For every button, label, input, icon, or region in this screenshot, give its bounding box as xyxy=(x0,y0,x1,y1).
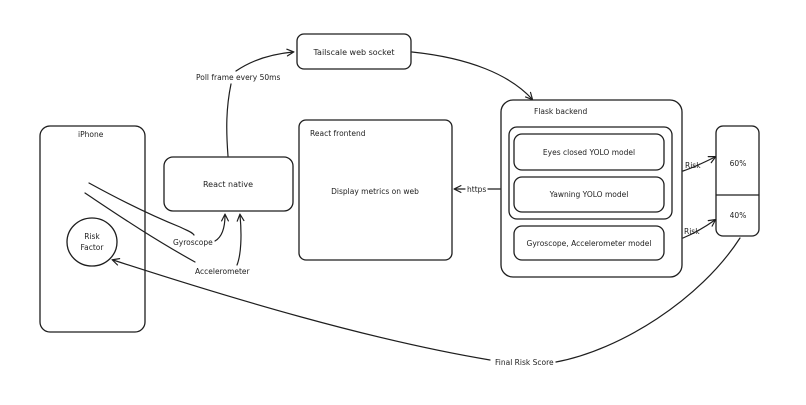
yawning-model-box xyxy=(513,176,665,213)
gyro-model-box xyxy=(513,225,665,261)
react-frontend-node: React frontend Display metrics on web xyxy=(298,119,453,261)
score-60-label: 60% xyxy=(730,159,747,168)
gyroscope-label: Gyroscope xyxy=(173,238,213,247)
react-native-label: React native xyxy=(203,180,253,189)
risk-bottom-arrow xyxy=(682,220,715,239)
eyes-model-label: Eyes closed YOLO model xyxy=(543,148,635,157)
yawning-model-label: Yawning YOLO model xyxy=(549,190,629,199)
tailscale-node: Tailscale web socket xyxy=(296,33,412,70)
eyes-model-box xyxy=(513,133,665,171)
gyroscope-arrow xyxy=(214,215,225,242)
risk-factor-label-2: Factor xyxy=(81,243,105,252)
poll-line-lower xyxy=(226,83,232,157)
flask-backend-label: Flask backend xyxy=(534,107,588,116)
accelerometer-arrow xyxy=(236,215,241,266)
final-score-line-right xyxy=(555,237,741,363)
risk-factor-label-1: Risk xyxy=(84,232,100,241)
https-label: https xyxy=(467,185,486,194)
risk-bottom-label: Risk xyxy=(684,227,700,236)
tailscale-label: Tailscale web socket xyxy=(312,48,394,57)
gyro-model-label: Gyroscope, Accelerometer model xyxy=(527,239,652,248)
iphone-label: iPhone xyxy=(78,130,104,139)
risk-top-arrow xyxy=(682,157,715,172)
score-40-label: 40% xyxy=(730,211,747,220)
accelerometer-label: Accelerometer xyxy=(195,267,251,276)
risk-top-label: Risk xyxy=(685,161,701,170)
score-node: 60% 40% xyxy=(715,125,760,237)
final-score-label: Final Risk Score xyxy=(495,358,554,367)
react-native-node: React native xyxy=(163,156,294,212)
risk-factor-node: Risk Factor xyxy=(66,217,118,267)
flask-backend-node: Flask backend Eyes closed YOLO model Yaw… xyxy=(500,99,683,278)
poll-arrow xyxy=(235,52,293,72)
display-metrics-label: Display metrics on web xyxy=(331,187,419,196)
gyroscope-line xyxy=(88,182,195,236)
react-frontend-label: React frontend xyxy=(310,129,366,138)
poll-label: Poll frame every 50ms xyxy=(196,73,280,82)
tailscale-to-flask-arrow xyxy=(411,51,532,99)
final-score-arrow xyxy=(113,260,491,361)
accelerometer-line xyxy=(84,192,196,263)
